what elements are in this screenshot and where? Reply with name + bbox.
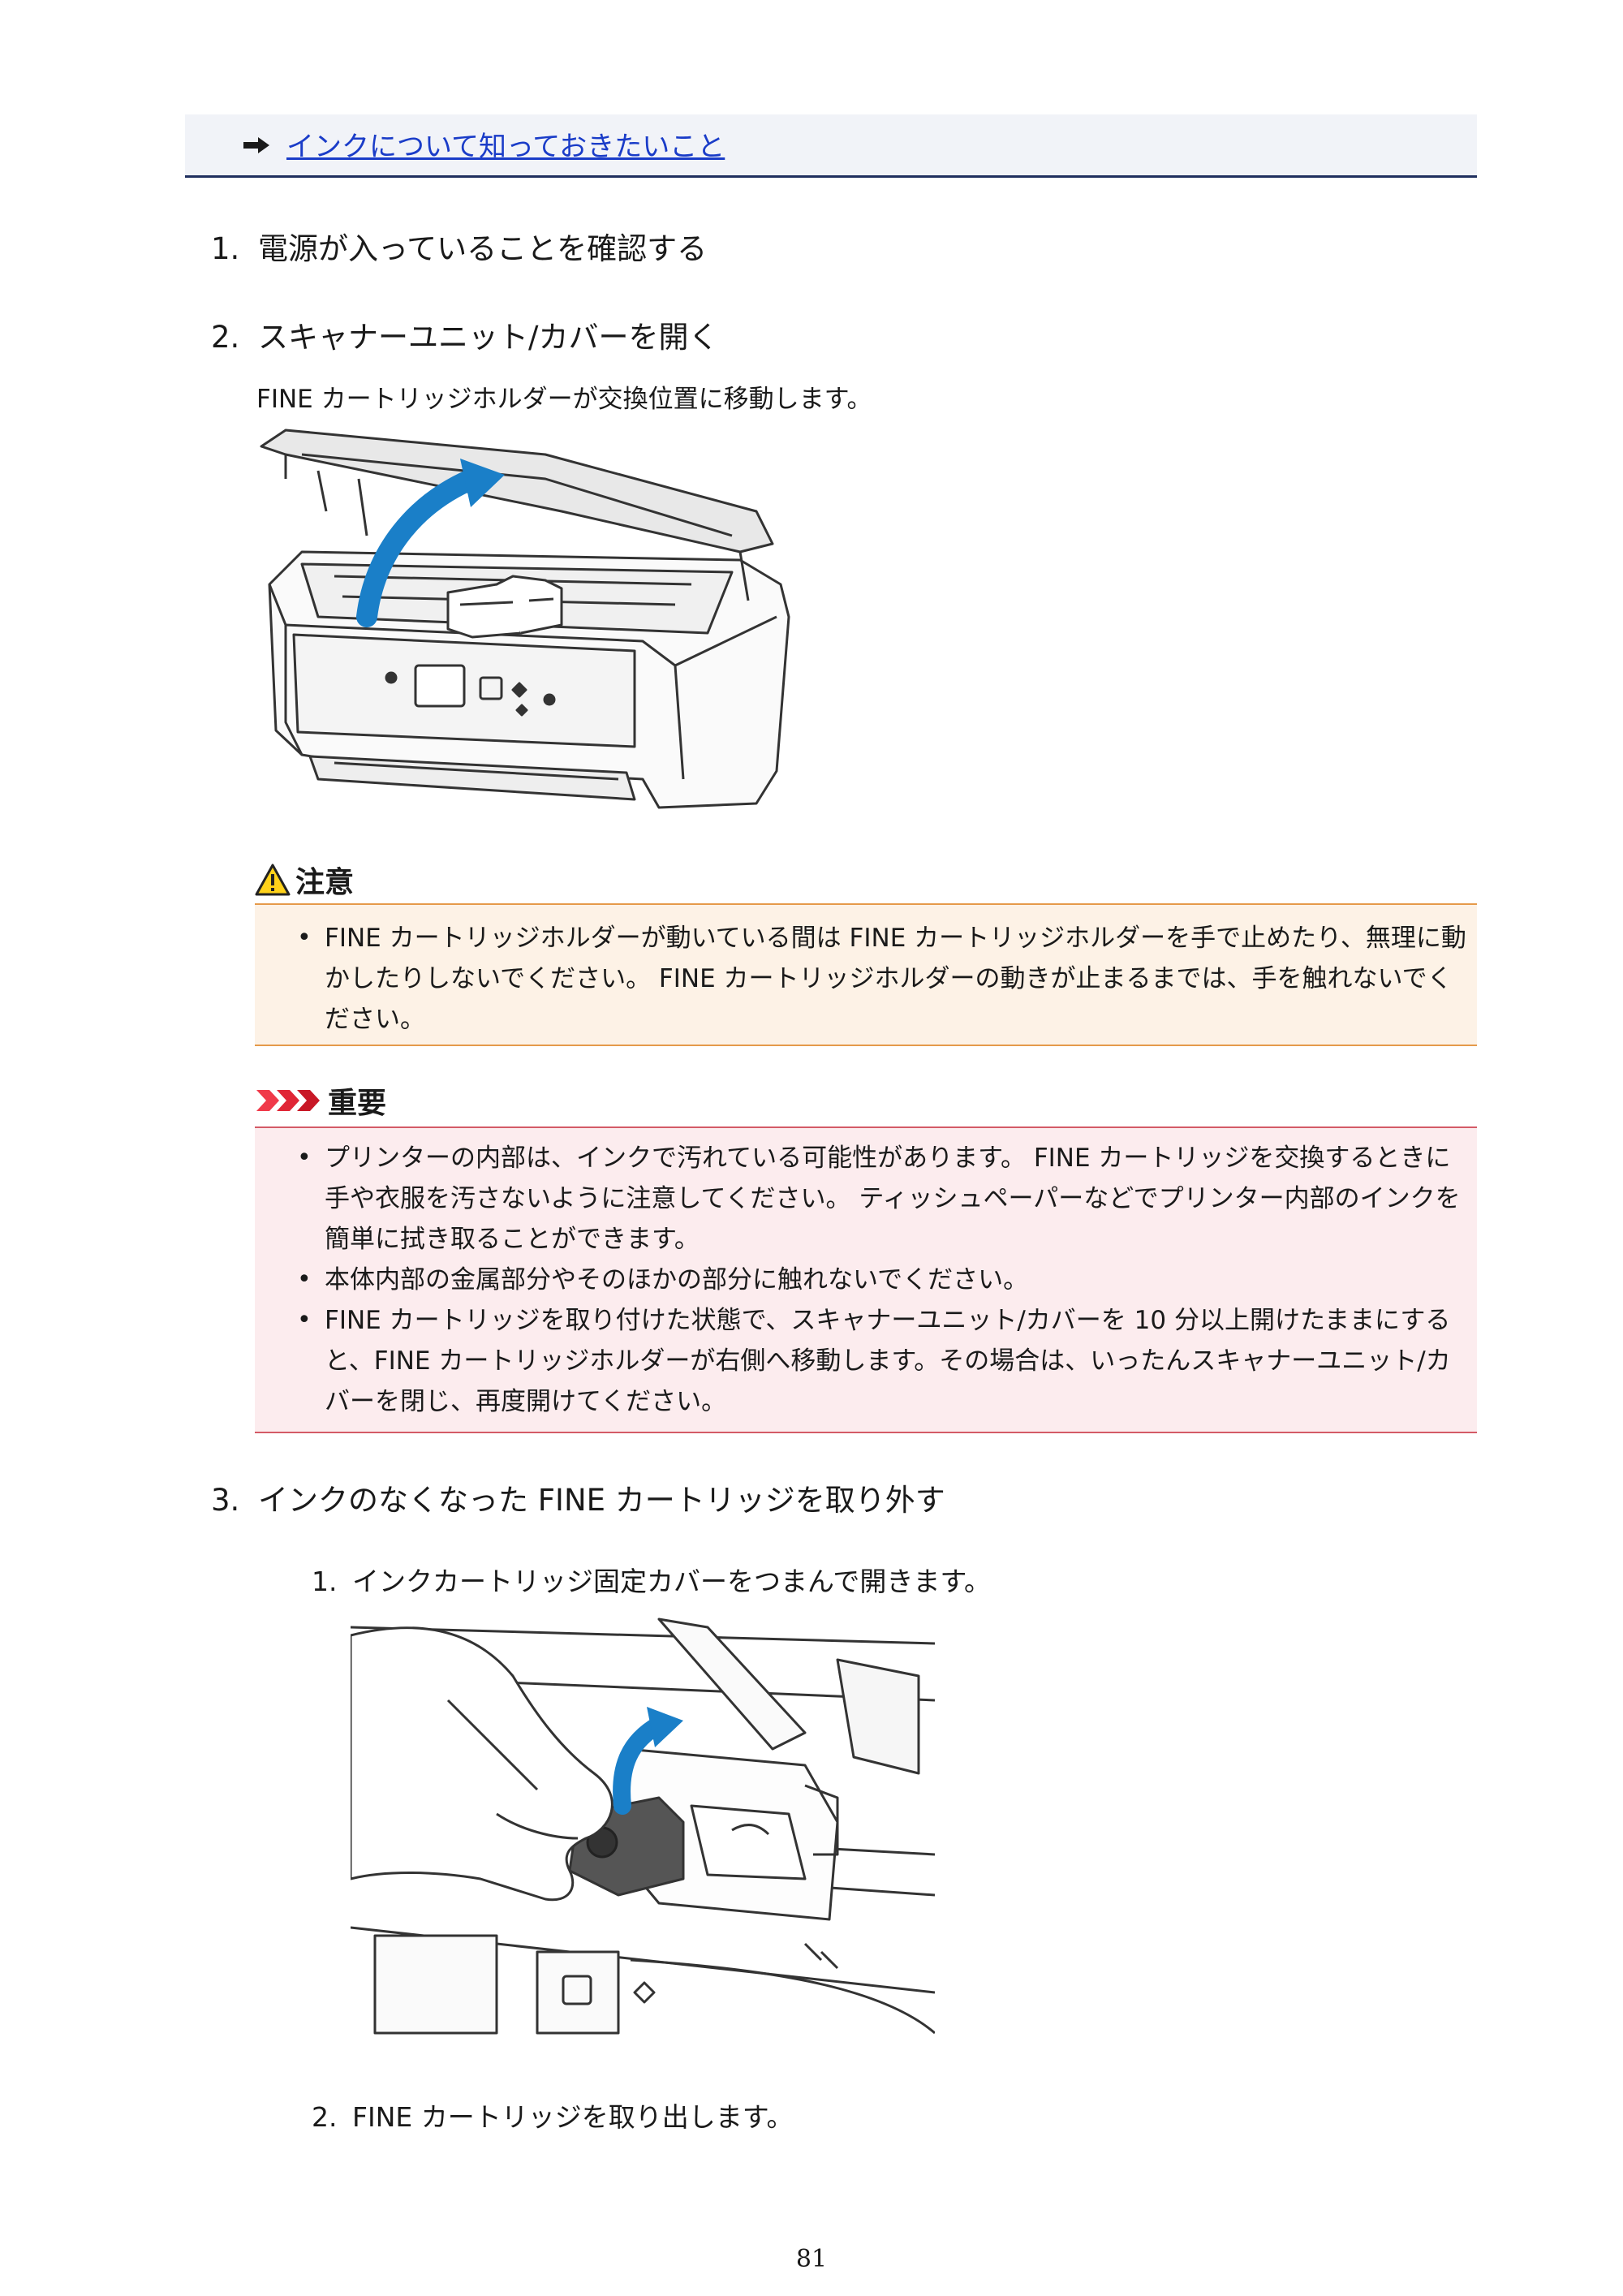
important-item: プリンターの内部は、インクで汚れている可能性があります。 FINE カートリッジ… xyxy=(255,1138,1477,1260)
related-topic-link[interactable]: インクについて知っておきたいこと xyxy=(286,131,725,163)
cartridge-cover-illustration xyxy=(351,1611,935,2041)
caution-item: FINE カートリッジホルダーが動いている間は FINE カートリッジホルダーを… xyxy=(255,918,1477,1040)
important-item: 本体内部の金属部分やそのほかの部分に触れないでください。 xyxy=(255,1260,1477,1300)
important-list: プリンターの内部は、インクで汚れている可能性があります。 FINE カートリッジ… xyxy=(255,1128,1477,1422)
important-header: 重要 xyxy=(255,1079,386,1122)
important-item: FINE カートリッジを取り付けた状態で、スキャナーユニット/カバーを 10 分… xyxy=(255,1300,1477,1422)
step-text: インクのなくなった FINE カートリッジを取り外す xyxy=(258,1483,945,1518)
step-number: 2. xyxy=(211,320,240,355)
sub-step-text: インクカートリッジ固定カバーをつまんで開きます。 xyxy=(352,1566,992,1597)
step-1: 1. 電源が入っていることを確認する xyxy=(211,224,707,268)
arrow-right-icon xyxy=(243,137,269,153)
sub-step-2: 2. FINE カートリッジを取り出します。 xyxy=(312,2096,793,2134)
step-number: 1. xyxy=(211,231,240,266)
caution-title: 注意 xyxy=(295,866,355,899)
sub-step-1: 1. インクカートリッジ固定カバーをつまんで開きます。 xyxy=(312,1560,991,1599)
step-2: 2. スキャナーユニット/カバーを開く xyxy=(211,312,718,356)
caution-header: 注意 xyxy=(255,859,354,901)
caution-box: FINE カートリッジホルダーが動いている間は FINE カートリッジホルダーを… xyxy=(255,903,1477,1046)
page-number: 81 xyxy=(795,2245,828,2273)
step-text: スキャナーユニット/カバーを開く xyxy=(258,320,719,355)
triple-chevron-icon xyxy=(256,1090,320,1111)
step-number: 3. xyxy=(211,1483,240,1518)
sub-step-text: FINE カートリッジを取り出します。 xyxy=(352,2101,794,2133)
important-box: プリンターの内部は、インクで汚れている可能性があります。 FINE カートリッジ… xyxy=(255,1126,1477,1433)
sub-step-number: 2. xyxy=(312,2101,338,2133)
caution-list: FINE カートリッジホルダーが動いている間は FINE カートリッジホルダーを… xyxy=(255,905,1477,1040)
step-3: 3. インクのなくなった FINE カートリッジを取り外す xyxy=(211,1475,945,1519)
sub-step-number: 1. xyxy=(312,1566,338,1597)
warning-triangle-icon xyxy=(255,864,291,896)
step-text: 電源が入っていることを確認する xyxy=(258,231,708,266)
printer-open-illustration xyxy=(253,422,813,820)
step-2-description: FINE カートリッジホルダーが交換位置に移動します。 xyxy=(256,385,872,414)
related-topic-box: インクについて知っておきたいこと xyxy=(185,114,1477,178)
important-title: 重要 xyxy=(328,1087,387,1120)
